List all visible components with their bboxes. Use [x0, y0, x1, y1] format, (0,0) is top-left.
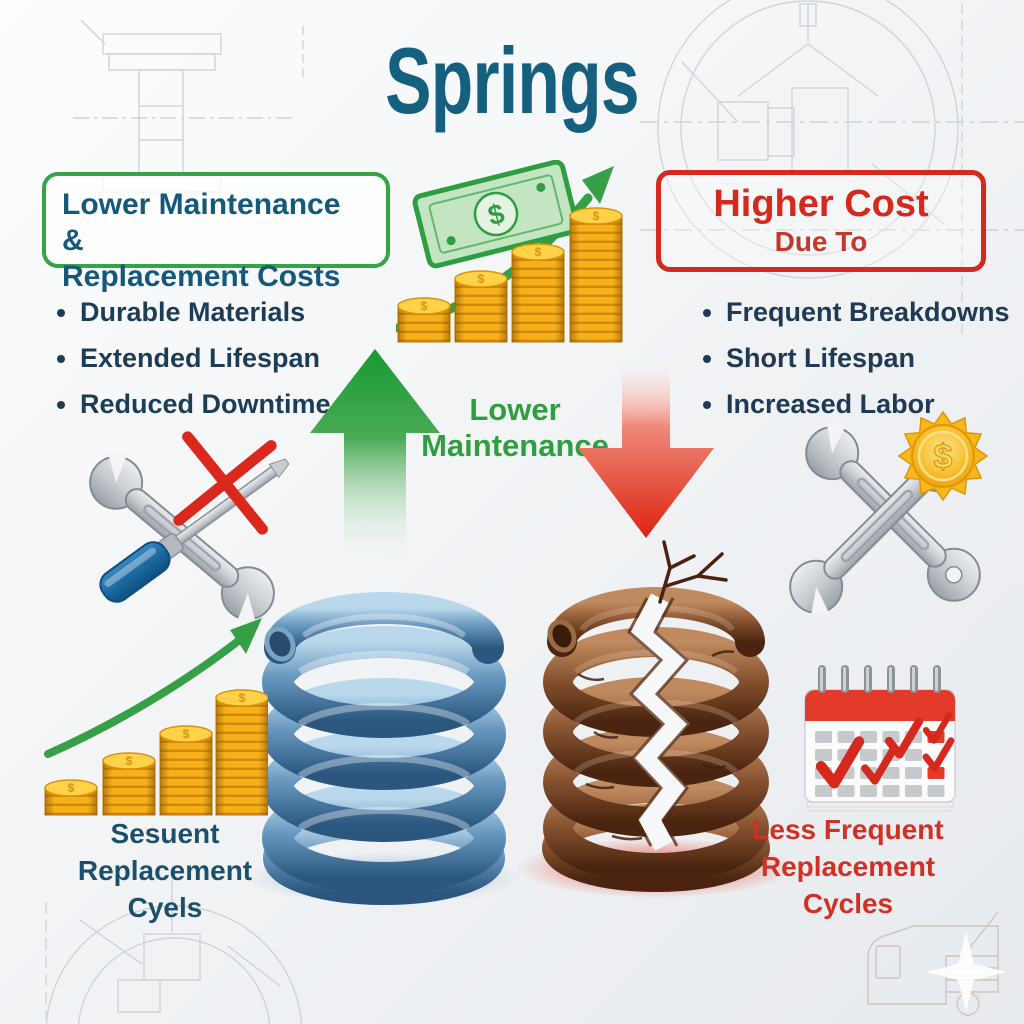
crossed-wrenches-coin-icon: $	[789, 410, 989, 614]
dollar-bill-icon: $	[412, 160, 580, 269]
calendar-red-cell	[927, 767, 945, 779]
benefit-item: Durable Materials	[80, 290, 331, 336]
right-caption-line1: Less Frequent	[752, 814, 944, 845]
coin-stack: $	[159, 725, 213, 816]
crack-branches	[658, 540, 728, 604]
dollar-symbol: $	[593, 209, 600, 223]
coin-stack: $	[511, 243, 565, 343]
coin-stack: $	[569, 207, 623, 343]
left-caption-line1: Sesuent	[110, 818, 220, 849]
dollar-symbol: $	[421, 299, 428, 313]
left-caption: Sesuent Replacement Cyels	[40, 816, 290, 927]
up-arrow-icon	[310, 349, 440, 563]
coin-growth-icon: $ $ $ $	[44, 618, 268, 816]
sparkle-icon	[926, 932, 1006, 1012]
cost-item: Increased Labor	[726, 382, 1010, 428]
left-caption-line2: Replacement	[77, 854, 253, 886]
lower-cost-box-line2: Replacement Costs	[62, 260, 341, 293]
benefit-item: Reduced Downtime	[80, 382, 331, 428]
higher-cost-box-line2: Due To	[774, 225, 868, 257]
wrench-screwdriver-x-icon	[89, 431, 290, 624]
calendar-grid	[815, 731, 945, 797]
coin-stack: $	[102, 752, 156, 816]
calendar-checks-icon	[804, 665, 956, 812]
cost-item: Short Lifespan	[726, 336, 1010, 382]
lower-maintenance-label: Lower Maintenance	[420, 392, 610, 463]
dollar-symbol: $	[126, 754, 133, 768]
dollar-symbol: $	[478, 272, 485, 286]
right-caption: Less Frequent Replacement Cycles	[723, 812, 973, 923]
broken-rusty-spring-illustration	[516, 540, 796, 898]
coin-stack: $	[44, 779, 98, 816]
calendar-rings	[818, 665, 941, 693]
lower-maintenance-line1: Lower	[469, 392, 561, 427]
lower-cost-box-line1: Lower Maintenance &	[62, 188, 341, 257]
coin-stack: $	[454, 270, 508, 343]
red-x-icon	[173, 431, 277, 535]
dollar-symbol: $	[239, 691, 246, 705]
benefits-list: Durable Materials Extended Lifespan Redu…	[52, 290, 331, 428]
higher-cost-box: Higher Cost Due To	[656, 170, 986, 272]
cost-item: Frequent Breakdowns	[726, 290, 1010, 336]
rust-texture	[577, 650, 735, 841]
lower-cost-box: Lower Maintenance & Replacement Costs	[42, 172, 390, 293]
growth-arrow-icon	[44, 634, 246, 758]
right-caption-line3: Cycles	[802, 887, 894, 919]
benefit-item: Extended Lifespan	[80, 336, 331, 382]
dollar-symbol: $	[183, 727, 190, 741]
spring-cut-end	[264, 626, 296, 662]
down-arrow-icon	[578, 352, 714, 538]
right-caption-line2: Replacement	[760, 850, 936, 882]
coin-stack: $	[397, 297, 451, 343]
gold-coin-icon: $	[897, 410, 989, 502]
costs-list: Frequent Breakdowns Short Lifespan Incre…	[698, 290, 1010, 428]
page-title: Springs	[385, 28, 640, 133]
money-growth-icon: $ $ $ $ $	[396, 160, 623, 343]
screwdriver-icon	[99, 458, 290, 603]
dollar-symbol: $	[535, 245, 542, 259]
higher-cost-box-line1: Higher Cost	[713, 183, 929, 225]
coin-stack: $	[215, 689, 268, 816]
left-caption-line3: Cyels	[127, 891, 203, 923]
dollar-symbol: $	[68, 781, 75, 795]
lower-maintenance-line2: Maintenance	[421, 427, 609, 463]
dollar-symbol: $	[934, 438, 953, 476]
blue-spring-illustration	[246, 592, 522, 905]
crack	[627, 540, 728, 851]
spring-cut-end	[547, 619, 577, 653]
calendar-header	[805, 690, 955, 721]
